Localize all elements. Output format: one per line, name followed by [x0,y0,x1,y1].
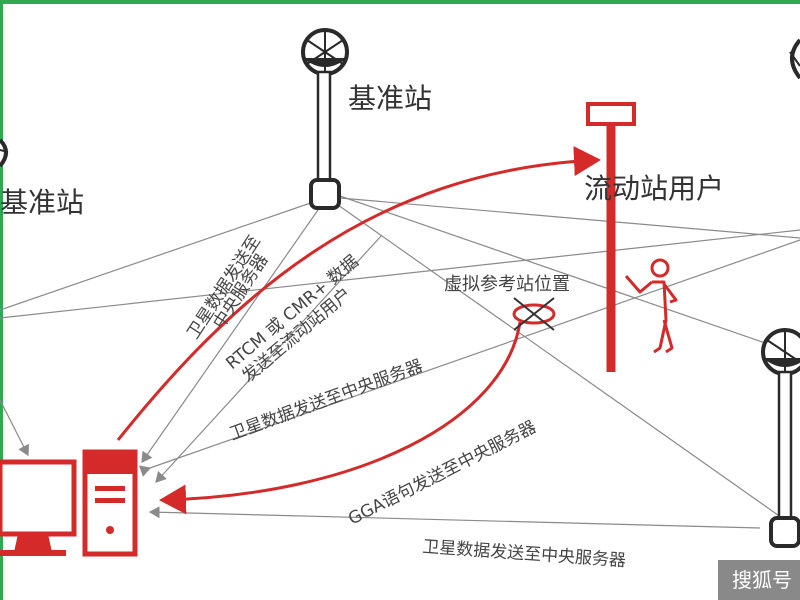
label-virtual-ref: 虚拟参考站位置 [444,274,570,295]
virtual-ref-station-icon [512,297,556,331]
label-base-station-center: 基准站 [348,82,432,115]
base-station-right-top [789,38,800,80]
base-station-center [301,28,349,210]
rover-pole [586,102,636,372]
frame-left-border [0,0,3,600]
person-icon [624,258,678,354]
gga-flow-arrow [159,321,522,515]
watermark: 搜狐号 [718,560,800,600]
label-base-station-left: 基准站 [0,186,84,219]
rtcm-flow-arrow [116,146,601,441]
base-station-right-bottom [761,328,800,548]
label-rover-user: 流动站用户 [584,172,724,205]
label-gga: GGA语句发送至中央服务器 [345,417,539,529]
monitor-icon [0,459,77,556]
network-lines [0,195,800,529]
red-data-flows [116,146,601,515]
base-station-left [0,138,9,168]
server-icon [82,449,138,557]
label-sat-data-bottom: 卫星数据发送至中央服务器 [422,537,627,571]
frame-top-border [0,0,800,4]
